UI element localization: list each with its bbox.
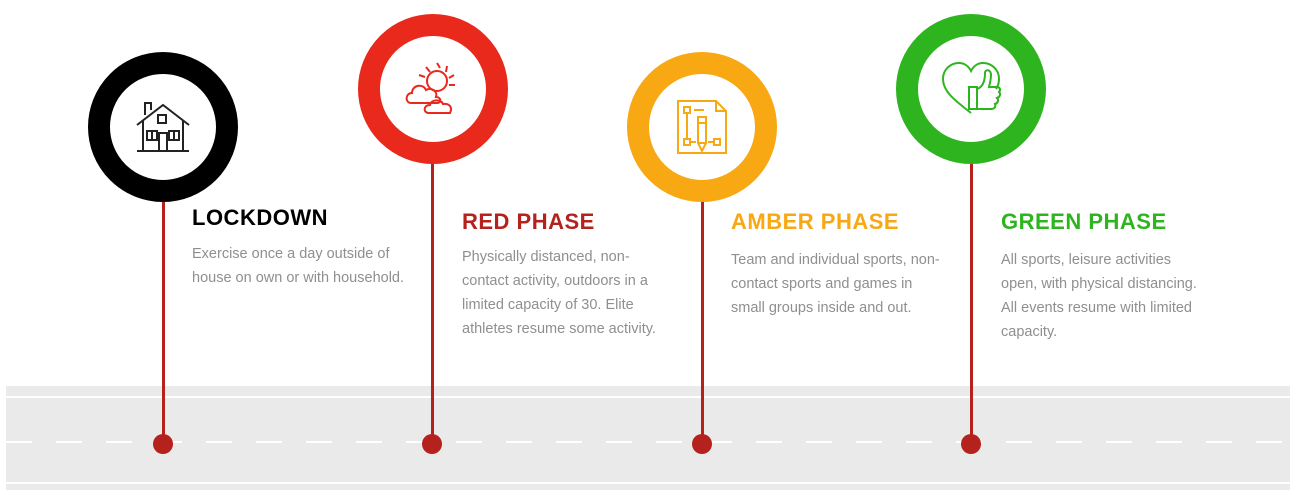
phase-description-lockdown: Exercise once a day outside of house on … [192, 246, 405, 286]
heart-thumbs-up-icon [941, 61, 1002, 114]
road-edge-top [6, 396, 1290, 398]
sun-cloud-icon [405, 62, 455, 114]
milestone-dot-amber [692, 434, 712, 454]
phase-description-red: Physically distanced, non-contact activi… [462, 249, 656, 337]
road-edge-bottom [6, 482, 1290, 484]
stem-red [431, 160, 434, 444]
road-center-line [6, 441, 1290, 443]
phase-ring-amber [627, 52, 777, 202]
road [6, 386, 1290, 490]
phase-ring-lockdown [88, 52, 238, 202]
stem-amber [701, 196, 704, 444]
phase-title-lockdown: LOCKDOWN [192, 205, 328, 230]
milestone-dot-lockdown [153, 434, 173, 454]
phase-description-green: All sports, leisure activities open, wit… [1001, 252, 1197, 340]
milestone-dot-red [422, 434, 442, 454]
phase-ring-red [358, 14, 508, 164]
milestone-dot-green [961, 434, 981, 454]
stem-lockdown [162, 196, 165, 444]
house-icon [136, 102, 190, 152]
stem-green [970, 160, 973, 444]
blueprint-pencil-icon [677, 100, 727, 154]
phase-title-amber: AMBER PHASE [731, 209, 900, 234]
phase-title-green: GREEN PHASE [1001, 209, 1167, 234]
phase-ring-green [896, 14, 1046, 164]
phase-description-amber: Team and individual sports, non-contact … [731, 252, 940, 316]
phase-title-red: RED PHASE [462, 209, 595, 234]
